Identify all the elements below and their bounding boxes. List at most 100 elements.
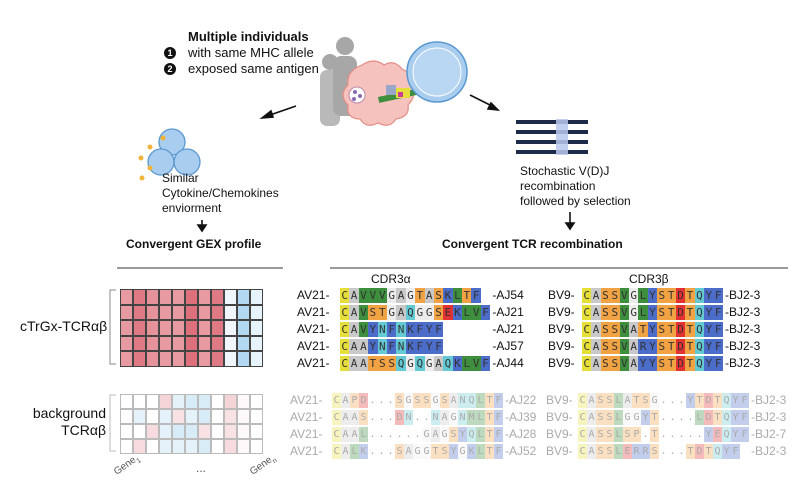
j-gene: -AJ52 (505, 444, 537, 459)
heatmap-cell (185, 289, 198, 305)
residue: Y (722, 444, 731, 460)
residue: S (600, 339, 611, 355)
j-gene: -AJ54 (492, 287, 524, 302)
residue: C (332, 427, 341, 443)
heatmap-cell (211, 439, 224, 454)
residue: A (433, 356, 444, 372)
heatmap-cell (146, 351, 159, 367)
residue: A (358, 356, 369, 372)
residue: R (641, 444, 650, 460)
residue: L (638, 304, 648, 320)
heatmap-cell (146, 394, 159, 409)
residue: . (396, 429, 403, 441)
residue: D (704, 392, 713, 408)
antigen-vesicle-icon (348, 86, 366, 104)
residue: N (396, 339, 406, 355)
residue: S (600, 304, 611, 320)
bracket (109, 394, 116, 452)
heatmap-cell (120, 351, 133, 367)
residue: S (657, 287, 667, 303)
heatmap-cell (237, 439, 250, 454)
residue: G (628, 287, 639, 303)
residue: A (440, 409, 449, 425)
residue: . (669, 411, 676, 423)
heatmap-cell (198, 335, 211, 351)
label-line: background (32, 405, 106, 421)
v-gene: BV9- (548, 321, 575, 336)
residue: G (623, 409, 632, 425)
heatmap-cell (159, 351, 172, 367)
caption-line: enviorment (162, 201, 222, 215)
residue: V (619, 287, 629, 303)
residue: A (341, 392, 350, 408)
heatmap-cell (185, 394, 198, 409)
residue: S (440, 444, 449, 460)
residue: A (396, 304, 406, 320)
residue: F (480, 356, 491, 372)
heatmap-cell (211, 335, 224, 351)
j-gene: -BJ2-3 (751, 444, 787, 459)
heatmap-cell (146, 424, 159, 439)
residue: A (623, 392, 632, 408)
heatmap-convergent (120, 289, 263, 367)
heatmap-cell (250, 335, 263, 351)
residue: . (642, 429, 649, 441)
residue: T (638, 321, 648, 337)
residue: D (695, 444, 704, 460)
residue: Q (722, 409, 731, 425)
residue: T (632, 392, 641, 408)
j-gene: -AJ57 (492, 339, 524, 354)
residue: A (424, 287, 434, 303)
residue: K (452, 356, 463, 372)
residue: R (632, 444, 641, 460)
residue: P (350, 392, 359, 408)
residue: . (696, 429, 703, 441)
residue: . (369, 394, 376, 406)
residue: G (431, 392, 440, 408)
residue: G (424, 304, 434, 320)
residue: G (386, 287, 397, 303)
residue: A (591, 304, 601, 320)
heatmap-cell (133, 320, 146, 336)
caption-line: Stochastic V(D)J (520, 164, 610, 178)
residue: C (332, 444, 341, 460)
residue: A (396, 287, 406, 303)
heatmap-cell (133, 439, 146, 454)
residue: C (340, 287, 350, 303)
heatmap-cell (198, 439, 211, 454)
heatmap-cell (224, 304, 237, 320)
residue: A (449, 392, 458, 408)
residue: L (614, 427, 623, 443)
heatmap-cell (146, 320, 159, 336)
j-gene: -BJ2-3 (725, 339, 761, 354)
header-point-1: with same MHC allele (188, 45, 314, 60)
residue: V (358, 287, 369, 303)
residue: F (480, 304, 491, 320)
residue: G (405, 287, 416, 303)
residue: S (395, 392, 404, 408)
residue: Y (731, 409, 740, 425)
heatmap-cell (250, 394, 263, 409)
residue: S (596, 427, 605, 443)
residue: Y (458, 427, 467, 443)
residue: Y (638, 356, 648, 372)
residue: A (591, 321, 601, 337)
j-gene: -BJ2-3 (725, 321, 761, 336)
v-gene: AV21- (290, 427, 323, 442)
residue: A (628, 321, 639, 337)
residue: S (386, 356, 397, 372)
v-gene: BV9- (548, 287, 575, 302)
v-gene: AV21- (290, 409, 323, 424)
residue: G (632, 409, 641, 425)
residue: S (600, 356, 611, 372)
residue: N (377, 339, 387, 355)
